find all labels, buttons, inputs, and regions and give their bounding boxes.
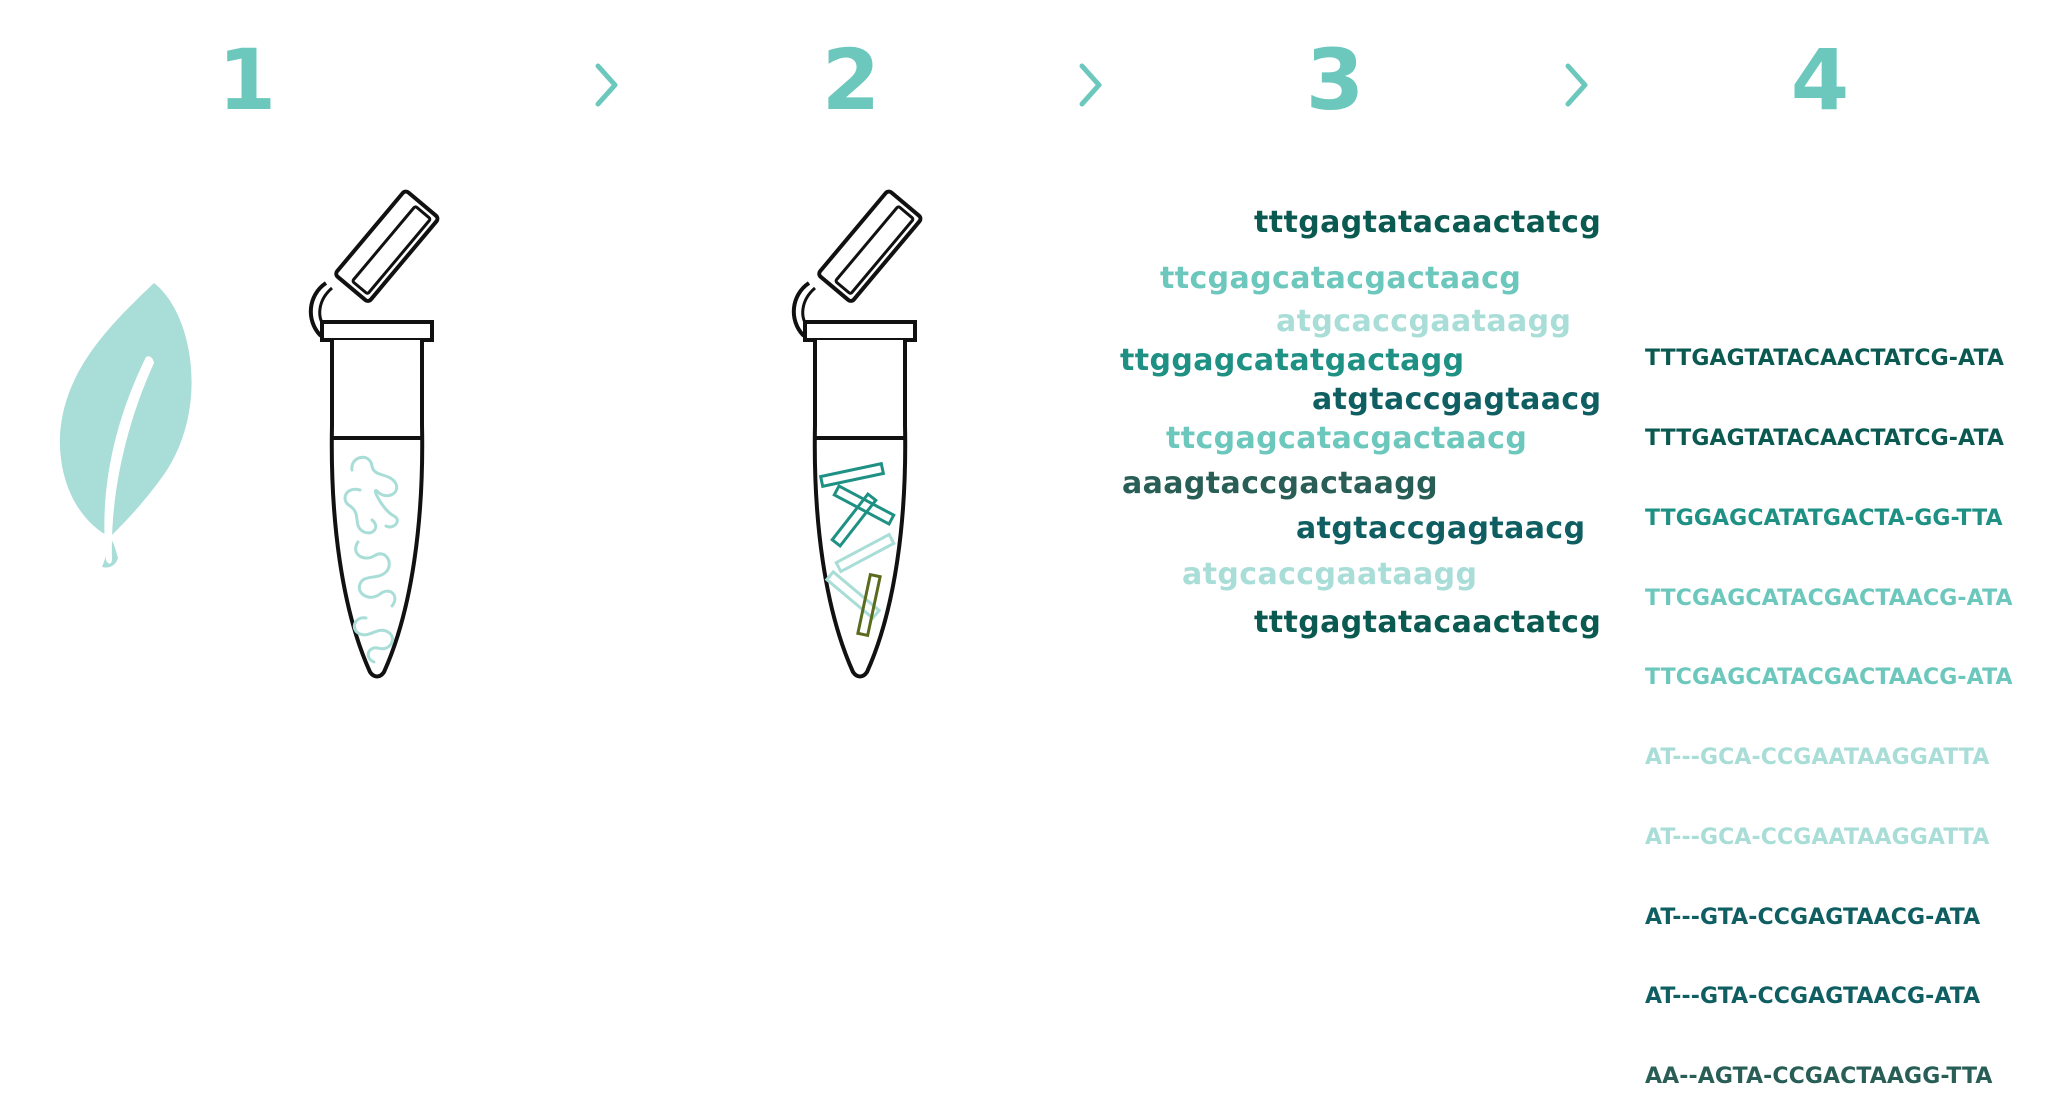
alignment-row: TTTGAGTATACAACTATCG-ATA xyxy=(1645,425,2004,451)
tube-with-fragments-icon xyxy=(791,189,923,679)
step-1-number: 1 xyxy=(217,31,277,129)
sequence-read: atgtaccgagtaacg xyxy=(1296,511,1586,546)
tube-with-dna-icon xyxy=(308,189,440,679)
sequence-alignment: TTTGAGTATACAACTATCG-ATA TTTGAGTATACAACTA… xyxy=(1645,293,2013,1117)
alignment-row: TTGGAGCATATGACTA-GG-TTA xyxy=(1645,505,2003,531)
alignment-row: AT---GCA-CCGAATAAGGATTA xyxy=(1645,745,1990,771)
alignment-row: TTCGAGCATACGACTAACG-ATA xyxy=(1645,665,2013,691)
step-2-number: 2 xyxy=(821,31,881,129)
chevron-right-icon xyxy=(1565,63,1588,107)
sequence-read: atgtaccgagtaacg xyxy=(1312,382,1602,417)
sequence-read: atgcaccgaataagg xyxy=(1276,304,1572,339)
sequence-read: tttgagtatacaactatcg xyxy=(1254,605,1602,640)
sequence-read: aaagtaccgactaagg xyxy=(1122,466,1439,501)
sequence-read: ttcgagcatacgactaacg xyxy=(1166,421,1528,456)
alignment-row: TTCGAGCATACGACTAACG-ATA xyxy=(1645,585,2013,611)
step-4-number: 4 xyxy=(1790,31,1850,129)
step-3-number: 3 xyxy=(1305,31,1365,129)
sequence-read: ttggagcatatgactagg xyxy=(1120,343,1465,378)
sequence-read: ttcgagcatacgactaacg xyxy=(1160,261,1522,296)
alignment-row: AA--AGTA-CCGACTAAGG-TTA xyxy=(1645,1064,1993,1090)
chevron-right-icon xyxy=(1079,63,1102,107)
alignment-row: AT---GTA-CCGAGTAACG-ATA xyxy=(1645,904,1981,930)
chevron-right-icon xyxy=(595,63,618,107)
alignment-row: AT---GTA-CCGAGTAACG-ATA xyxy=(1645,984,1981,1010)
sequence-read: tttgagtatacaactatcg xyxy=(1254,205,1602,240)
alignment-row: AT---GCA-CCGAATAAGGATTA xyxy=(1645,824,1990,850)
sequence-read: atgcaccgaataagg xyxy=(1182,557,1478,592)
leaf-icon xyxy=(59,283,192,568)
alignment-row: TTTGAGTATACAACTATCG-ATA xyxy=(1645,346,2004,372)
